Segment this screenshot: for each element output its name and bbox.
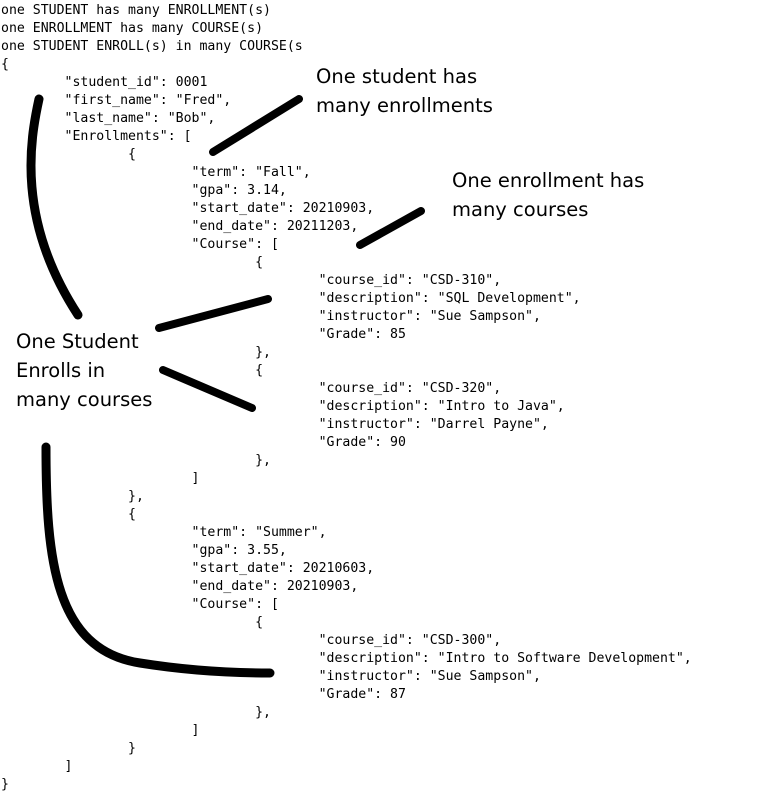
code-line: "course_id": "CSD-300", bbox=[1, 633, 502, 648]
code-line: "Enrollments": [ bbox=[1, 129, 192, 144]
stroke-left-arc-top bbox=[26, 94, 83, 320]
code-line: }, bbox=[1, 453, 271, 468]
code-line: "Grade": 90 bbox=[1, 435, 406, 450]
annotation-line: many courses bbox=[452, 198, 589, 221]
code-line: "Grade": 85 bbox=[1, 327, 406, 342]
code-line: "Grade": 87 bbox=[1, 687, 406, 702]
code-line: "gpa": 3.14, bbox=[1, 183, 287, 198]
code-line: { bbox=[1, 363, 264, 378]
annotation-student-courses: One Student Enrolls in many courses bbox=[16, 327, 152, 414]
code-line: { bbox=[1, 57, 9, 72]
code-line: "term": "Fall", bbox=[1, 165, 311, 180]
header-line: one STUDENT ENROLL(s) in many COURSE(s bbox=[1, 39, 303, 54]
header-line: one STUDENT has many ENROLLMENT(s) bbox=[1, 3, 271, 18]
code-line: "first_name": "Fred", bbox=[1, 93, 232, 108]
header-line: one ENROLLMENT has many COURSE(s) bbox=[1, 21, 264, 36]
code-line: "instructor": "Sue Sampson", bbox=[1, 669, 541, 684]
stroke-left-arc-bottom bbox=[41, 442, 275, 678]
annotation-line: One Student bbox=[16, 330, 139, 353]
code-line: { bbox=[1, 255, 264, 270]
code-line: } bbox=[1, 777, 9, 792]
annotation-line: many courses bbox=[16, 388, 153, 411]
stroke-student-enrollments bbox=[209, 95, 303, 156]
code-line: "start_date": 20210603, bbox=[1, 561, 375, 576]
code-line: { bbox=[1, 507, 136, 522]
code-line: "instructor": "Sue Sampson", bbox=[1, 309, 541, 324]
stroke-course-310 bbox=[155, 295, 272, 332]
code-line: "gpa": 3.55, bbox=[1, 543, 287, 558]
code-line: }, bbox=[1, 705, 271, 720]
annotation-line: One student has bbox=[316, 65, 478, 88]
annotation-line: many enrollments bbox=[316, 94, 493, 117]
annotation-line: One enrollment has bbox=[452, 169, 645, 192]
code-line: "end_date": 20211203, bbox=[1, 219, 359, 234]
annotation-student-enrollments: One student has many enrollments bbox=[316, 62, 493, 120]
stroke-enrollment-courses bbox=[356, 207, 425, 249]
code-line: "course_id": "CSD-310", bbox=[1, 273, 502, 288]
code-line: "term": "Summer", bbox=[1, 525, 327, 540]
code-line: "start_date": 20210903, bbox=[1, 201, 375, 216]
code-line: } bbox=[1, 741, 136, 756]
stroke-course-320 bbox=[159, 366, 256, 412]
code-line: "end_date": 20210903, bbox=[1, 579, 359, 594]
annotation-line: Enrolls in bbox=[16, 359, 106, 382]
code-line: "description": "Intro to Software Develo… bbox=[1, 651, 692, 666]
code-line: "course_id": "CSD-320", bbox=[1, 381, 502, 396]
code-line: "student_id": 0001 bbox=[1, 75, 208, 90]
code-line: "description": "SQL Development", bbox=[1, 291, 581, 306]
code-line: ] bbox=[1, 471, 200, 486]
code-line: ] bbox=[1, 723, 200, 738]
code-line: ] bbox=[1, 759, 73, 774]
code-line: }, bbox=[1, 489, 144, 504]
code-line: }, bbox=[1, 345, 271, 360]
code-line: { bbox=[1, 615, 264, 630]
code-line: "description": "Intro to Java", bbox=[1, 399, 565, 414]
code-line: { bbox=[1, 147, 136, 162]
code-line: "Course": [ bbox=[1, 237, 279, 252]
code-line: "last_name": "Bob", bbox=[1, 111, 216, 126]
code-line: "Course": [ bbox=[1, 597, 279, 612]
annotation-enrollment-courses: One enrollment has many courses bbox=[452, 166, 644, 224]
code-line: "instructor": "Darrel Payne", bbox=[1, 417, 549, 432]
